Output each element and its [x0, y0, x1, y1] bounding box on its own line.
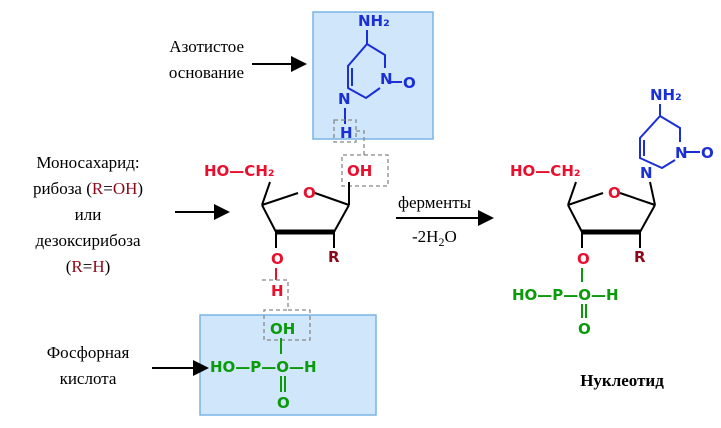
svg-text:HO—P—O—H: HO—P—O—H — [512, 286, 619, 304]
phos-label-2: кислота — [60, 369, 117, 388]
ribose-left: HO—CH₂ O OH O R H — [204, 162, 372, 300]
svg-text:O: O — [701, 144, 714, 162]
svg-text:R: R — [634, 248, 646, 266]
nucleotide-right: NH₂ N O N HO—CH₂ O O R HO—P—O—H O — [510, 86, 714, 338]
base-label-1: Азотистое — [169, 37, 244, 56]
mono-label-3: или — [75, 205, 102, 224]
phosphate-box — [199, 314, 377, 416]
svg-text:OH: OH — [347, 162, 372, 180]
cytosine-left: NH₂ N O N — [338, 12, 416, 124]
svg-text:OH: OH — [270, 320, 295, 338]
svg-text:N: N — [380, 70, 393, 88]
phosphate-left: OH HO—P—O—H O — [210, 320, 317, 412]
svg-text:O: O — [577, 250, 590, 268]
mono-label-4: дезоксирибоза — [35, 231, 140, 250]
base-h: H — [340, 124, 353, 142]
mono-label-2: рибоза (R=OH) — [33, 179, 143, 198]
sugar-h: H — [271, 282, 284, 300]
nucleotide-label: Нуклеотид — [580, 371, 664, 390]
svg-text:O: O — [271, 250, 284, 268]
mono-label-1: Моносахарид: — [36, 153, 139, 172]
svg-text:HO—P—O—H: HO—P—O—H — [210, 358, 317, 376]
mono-label-5: (R=H) — [66, 257, 111, 276]
enzymes-label: ферменты — [398, 193, 472, 212]
svg-text:O: O — [578, 320, 591, 338]
svg-text:O: O — [403, 74, 416, 92]
svg-text:N: N — [675, 144, 688, 162]
svg-text:O: O — [608, 184, 621, 202]
svg-text:R: R — [328, 248, 340, 266]
base-box — [312, 11, 434, 140]
svg-text:O: O — [303, 184, 316, 202]
phos-label-1: Фосфорная — [47, 343, 130, 362]
svg-text:HO—CH₂: HO—CH₂ — [204, 162, 274, 180]
nh2-left: NH₂ — [358, 12, 390, 30]
svg-text:HO—CH₂: HO—CH₂ — [510, 162, 580, 180]
water-label: -2H2O — [412, 227, 457, 249]
svg-text:NH₂: NH₂ — [650, 86, 682, 104]
svg-text:N: N — [338, 90, 351, 108]
svg-text:O: O — [277, 394, 290, 412]
svg-text:N: N — [640, 164, 653, 182]
base-label-2: основание — [169, 63, 244, 82]
